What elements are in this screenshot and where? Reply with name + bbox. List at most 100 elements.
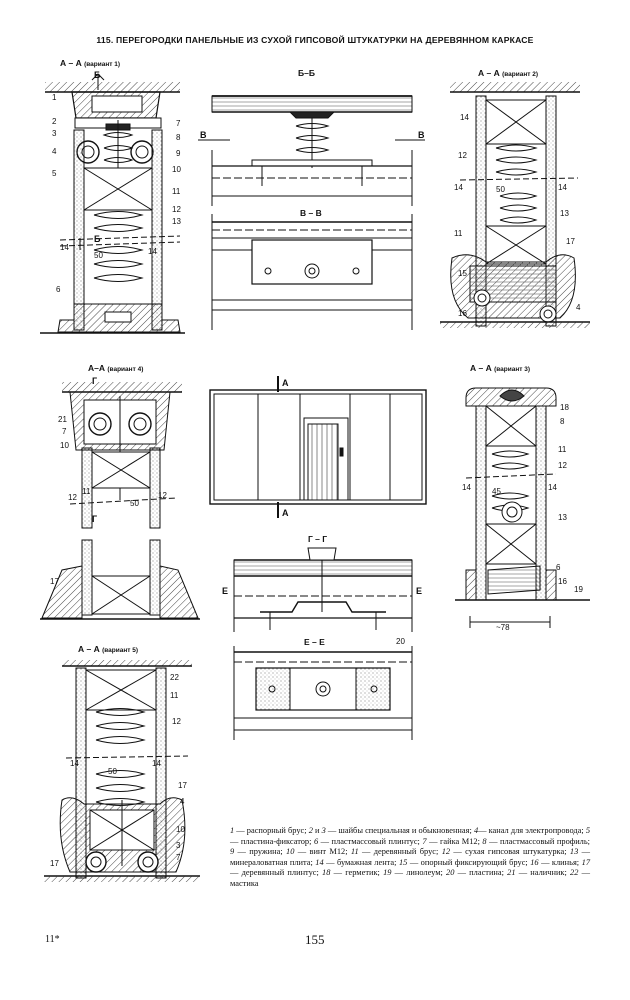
section-gg <box>233 547 413 632</box>
svg-text:14: 14 <box>148 247 157 256</box>
legend-number: 2 <box>308 826 313 835</box>
legend-number: 1 <box>230 826 235 835</box>
legend-text: — пластина; <box>454 868 508 878</box>
section-aa-variant5 <box>44 660 200 882</box>
legend-number: 20 <box>446 868 455 878</box>
svg-text:17: 17 <box>50 859 59 868</box>
section-vv <box>211 214 413 330</box>
legend-text: — герметик; <box>330 868 384 878</box>
svg-text:11: 11 <box>170 691 179 700</box>
legend-number: 4 <box>473 826 479 835</box>
svg-text:17: 17 <box>50 577 59 586</box>
legend-text: — шайбы специальная и обыкновенная; <box>325 826 474 835</box>
legend-number: 9 <box>230 847 235 857</box>
svg-text:4: 4 <box>52 147 57 156</box>
legend-text: — деревянный брус; <box>358 847 442 857</box>
cut-mark-a-bottom: А <box>282 508 289 518</box>
svg-text:10: 10 <box>172 165 181 174</box>
page-title: 115. ПЕРЕГОРОДКИ ПАНЕЛЬНЫЕ ИЗ СУХОЙ ГИПС… <box>96 35 534 45</box>
svg-text:16: 16 <box>458 309 467 318</box>
svg-text:14: 14 <box>454 183 463 192</box>
svg-text:14: 14 <box>548 483 557 492</box>
svg-text:3: 3 <box>176 841 181 850</box>
cut-mark-g-bottom: Г <box>92 514 97 524</box>
svg-text:3: 3 <box>52 129 57 138</box>
section-label-aa-v5: А – А (вариант 5) <box>78 644 139 654</box>
svg-text:17: 17 <box>178 781 187 790</box>
legend-text: — бумажная лента; <box>323 857 399 867</box>
legend-text: — пластина-фиксатор; <box>230 836 314 846</box>
section-aa-variant2 <box>440 82 590 328</box>
legend-number: 17 <box>581 857 590 867</box>
section-label-aa-v3: А – А (вариант 3) <box>470 363 531 373</box>
svg-text:14: 14 <box>558 183 567 192</box>
svg-text:11: 11 <box>82 487 91 496</box>
legend-text: — пластмассовый плинтус; <box>318 836 423 846</box>
svg-text:7: 7 <box>176 119 181 128</box>
legend-text: — сухая гипсовая штукатурка; <box>450 847 570 857</box>
legend-number: 7 <box>422 836 427 846</box>
legend-text: — пластмассовый профиль; <box>486 836 590 846</box>
svg-text:11: 11 <box>172 187 181 196</box>
legend-number: 15 <box>398 857 408 867</box>
svg-text:7: 7 <box>62 427 67 436</box>
section-aa-variant4 <box>40 382 200 620</box>
section-ee <box>233 646 413 740</box>
section-aa-variant3 <box>455 387 590 628</box>
svg-text:7: 7 <box>176 853 181 862</box>
cut-mark-g-top: Г <box>92 376 97 386</box>
cut-mark-v-left: В <box>200 130 207 140</box>
section-label-aa-v1: А – А (вариант 1) <box>60 58 121 68</box>
svg-text:5: 5 <box>52 169 57 178</box>
svg-text:11: 11 <box>454 229 463 238</box>
cut-mark-v-right: В <box>418 130 425 140</box>
legend-text: — наличник; <box>515 868 571 878</box>
legend-text: — минераловатная плита; <box>230 847 590 867</box>
section-label-aa-v4: А–А (вариант 4) <box>88 363 144 373</box>
cut-mark-b-bottom: Б <box>94 234 101 244</box>
legend-number: 12 <box>441 847 451 857</box>
legend-number: 14 <box>315 857 324 867</box>
svg-text:12: 12 <box>172 205 181 214</box>
cut-mark-e-left: Е <box>222 586 228 596</box>
svg-text:4: 4 <box>180 797 185 806</box>
svg-text:12: 12 <box>558 461 567 470</box>
legend-text: — канал для электропровода; <box>478 826 586 835</box>
section-label-ee: Е – Е <box>304 637 325 647</box>
svg-text:19: 19 <box>574 585 583 594</box>
svg-text:4: 4 <box>576 303 581 312</box>
legend-text: — линолеум; <box>391 868 447 878</box>
dim-45-v3: 45 <box>492 487 501 496</box>
legend-number: 8 <box>482 836 487 846</box>
legend-number: 13 <box>569 847 579 857</box>
svg-text:6: 6 <box>556 563 561 572</box>
svg-text:17: 17 <box>566 237 575 246</box>
svg-text:13: 13 <box>558 513 567 522</box>
svg-text:13: 13 <box>172 217 181 226</box>
svg-text:14: 14 <box>70 759 79 768</box>
cut-mark-e-right: Е <box>416 586 422 596</box>
panel-elevation <box>209 376 427 518</box>
svg-text:18: 18 <box>560 403 569 412</box>
legend-text: — распорный брус; <box>234 826 309 835</box>
section-bb <box>198 95 425 206</box>
svg-text:12: 12 <box>458 151 467 160</box>
legend-text: — деревянный плинтус; <box>230 868 323 878</box>
page-number: 155 <box>305 932 325 947</box>
svg-text:21: 21 <box>58 415 67 424</box>
svg-text:16: 16 <box>558 577 567 586</box>
svg-text:8: 8 <box>560 417 565 426</box>
legend-number: 16 <box>530 857 539 867</box>
legend: 1 — распорный брус; 2 и 3 — шайбы специа… <box>230 826 590 890</box>
svg-text:14: 14 <box>152 759 161 768</box>
dim-50-v2: 50 <box>496 185 505 194</box>
svg-text:20: 20 <box>396 637 405 646</box>
dim-50-v5: 50 <box>108 767 117 776</box>
section-label-aa-v2: А – А (вариант 2) <box>478 68 539 78</box>
legend-number: 19 <box>383 868 392 878</box>
svg-text:15: 15 <box>458 269 467 278</box>
svg-text:10: 10 <box>60 441 69 450</box>
svg-text:2: 2 <box>52 117 57 126</box>
